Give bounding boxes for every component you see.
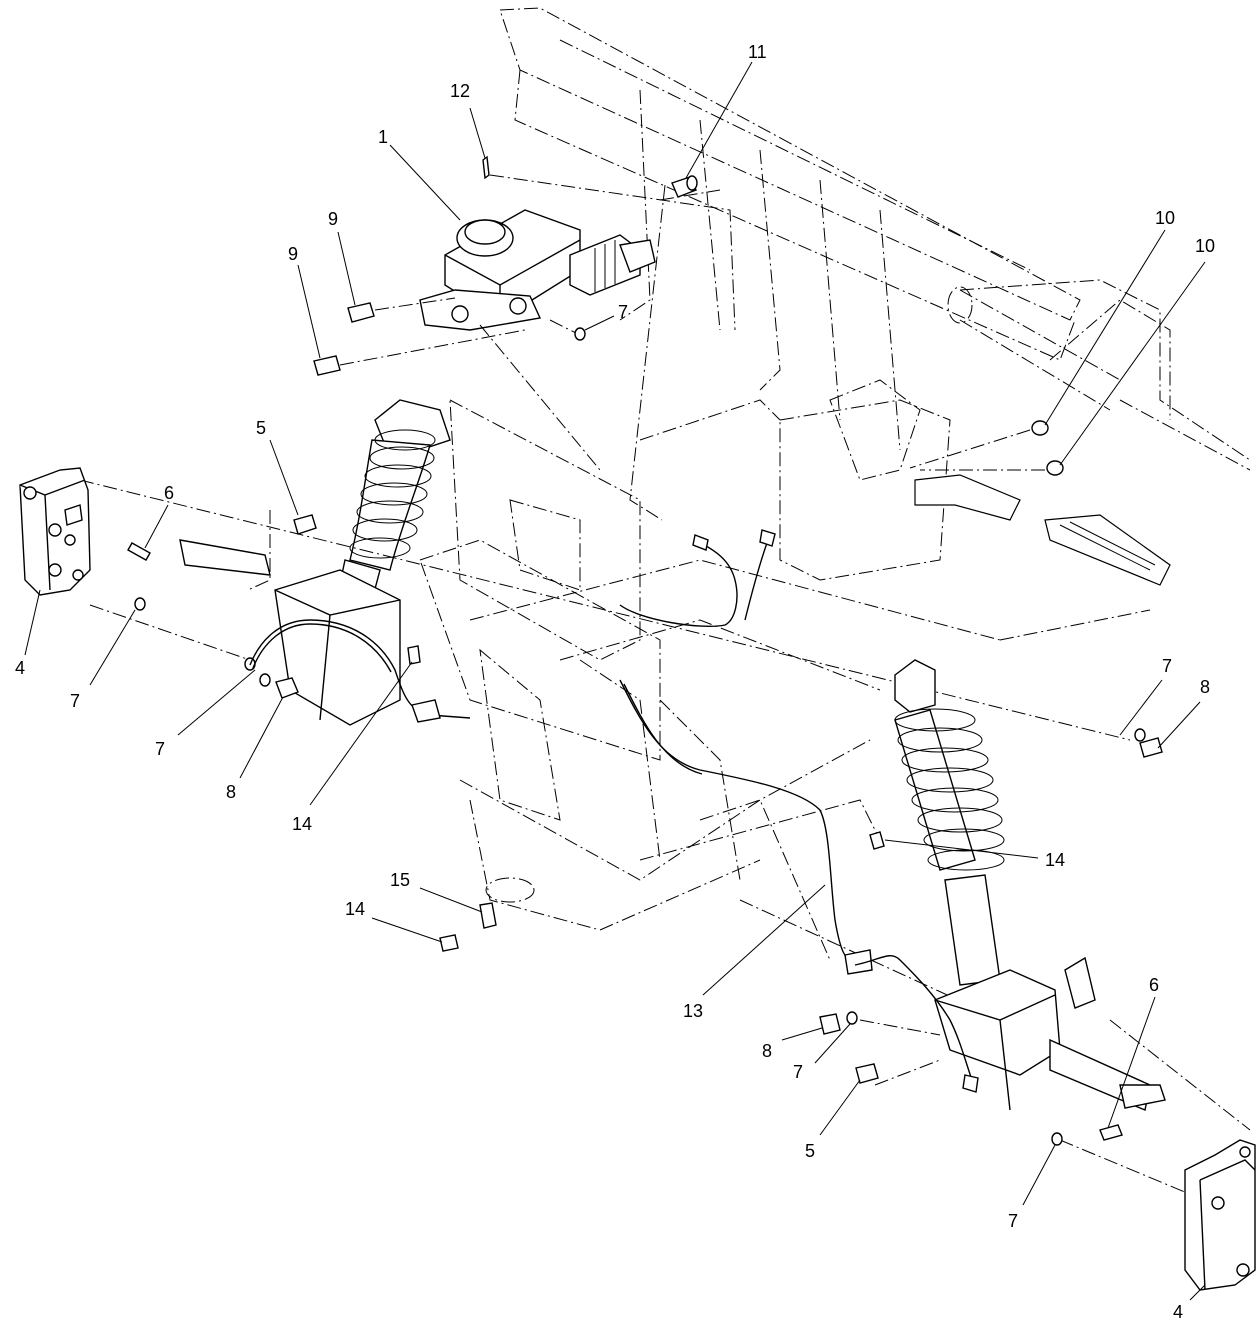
callout-label: 7 [618, 302, 628, 322]
pin-11 [629, 175, 698, 521]
callout-label: 5 [805, 1141, 815, 1161]
callout-label: 10 [1195, 236, 1215, 256]
callout-label: 8 [1200, 677, 1210, 697]
callout-label: 7 [70, 691, 80, 711]
callout-label: 8 [762, 1041, 772, 1061]
callout-label: 13 [683, 1001, 703, 1021]
left-shock-assembly [79, 399, 1131, 741]
banjo-bolt-8-left [275, 677, 299, 699]
callout-label: 7 [1008, 1211, 1018, 1231]
callout-label: 12 [450, 81, 470, 101]
bolts-9 [313, 297, 526, 376]
callout-label: 14 [292, 814, 312, 834]
callout-label: 15 [390, 870, 410, 890]
callout-label: 1 [378, 127, 388, 147]
callout-label: 4 [15, 658, 25, 678]
callout-label: 9 [328, 209, 338, 229]
callout-label: 7 [793, 1062, 803, 1082]
callout-label: 4 [1173, 1302, 1183, 1322]
callout-label: 8 [226, 782, 236, 802]
clevis-pin-12 [482, 155, 490, 180]
callout-label: 14 [345, 899, 365, 919]
master-cylinder [419, 174, 736, 471]
callout-label: 10 [1155, 208, 1175, 228]
callout-labels: 1 12 11 9 9 7 10 10 5 6 4 7 7 8 14 7 8 1… [15, 42, 1215, 1322]
left-brake-line [249, 619, 471, 723]
right-small-parts [819, 728, 1166, 1146]
bleeder-6-left [127, 542, 151, 561]
washer-7-top [574, 327, 586, 341]
frame-chassis [419, 7, 1251, 1011]
washer-7-left [134, 597, 271, 687]
callout-leaders [24, 61, 1206, 1301]
bolt-5-left [247, 510, 317, 591]
callout-label: 6 [1149, 975, 1159, 995]
caliper-4-left [19, 467, 91, 596]
right-shock-assembly [854, 659, 1251, 1216]
callout-label: 7 [1162, 656, 1172, 676]
bushings-10 [909, 420, 1064, 476]
callout-label: 11 [748, 42, 767, 62]
callout-label: 7 [155, 739, 165, 759]
callout-label: 9 [288, 244, 298, 264]
callout-label: 14 [1045, 850, 1065, 870]
callout-label: 6 [164, 483, 174, 503]
center-brake-lines [439, 529, 885, 975]
callout-label: 5 [256, 418, 266, 438]
caliper-4-right [1184, 1139, 1256, 1291]
